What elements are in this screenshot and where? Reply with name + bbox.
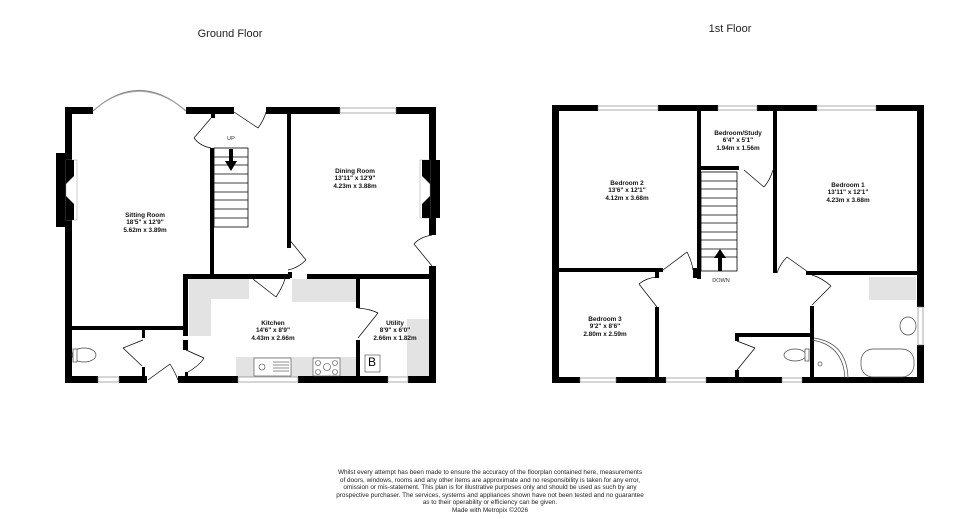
boiler-label: B (367, 355, 377, 369)
room-label-bedroom-2: Bedroom 2 13'6" x 12'1" 4.12m x 3.68m (605, 180, 649, 202)
room-label-dining-room: Dining Room 13'11" x 12'9" 4.23m x 3.88m (333, 168, 377, 190)
basin-icon (899, 316, 917, 336)
stair-up-arrow-icon (714, 249, 726, 271)
sink-icon (253, 357, 292, 377)
bath-icon (860, 348, 915, 378)
stair-up-label: UP (227, 136, 235, 142)
room-label-bedroom-1: Bedroom 1 13'11" x 12'1" 4.23m x 3.68m (826, 182, 870, 204)
room-label-kitchen: Kitchen 14'6" x 8'9" 4.43m x 2.66m (251, 320, 295, 342)
ground-floor-plan (56, 90, 440, 383)
room-label-sitting-room: Sitting Room 18'5" x 12'9" 5.62m x 3.89m (123, 212, 167, 234)
boiler-icon (364, 354, 381, 373)
ground-floor-title: Ground Floor (197, 28, 263, 40)
credit: Made with Metropix ©2026 (451, 506, 529, 514)
toilet-icon (783, 348, 807, 362)
first-floor-title: 1st Floor (708, 23, 752, 35)
stair-down-label: DOWN (712, 278, 730, 284)
room-label-bedroom-study: Bedroom/Study 6'4" x 5'1" 1.94m x 1.56m (714, 130, 762, 152)
first-staircase (700, 171, 738, 272)
disclaimer: Whilst every attempt has been made to en… (300, 469, 680, 515)
stair-down-arrow-icon (225, 149, 237, 171)
first-floor-plan (552, 105, 924, 383)
room-label-bedroom-3: Bedroom 3 9'2" x 8'6" 2.80m x 2.59m (583, 316, 627, 338)
toilet-icon (71, 347, 97, 363)
room-label-utility: Utility 8'9" x 6'0" 2.66m x 1.82m (373, 320, 417, 342)
